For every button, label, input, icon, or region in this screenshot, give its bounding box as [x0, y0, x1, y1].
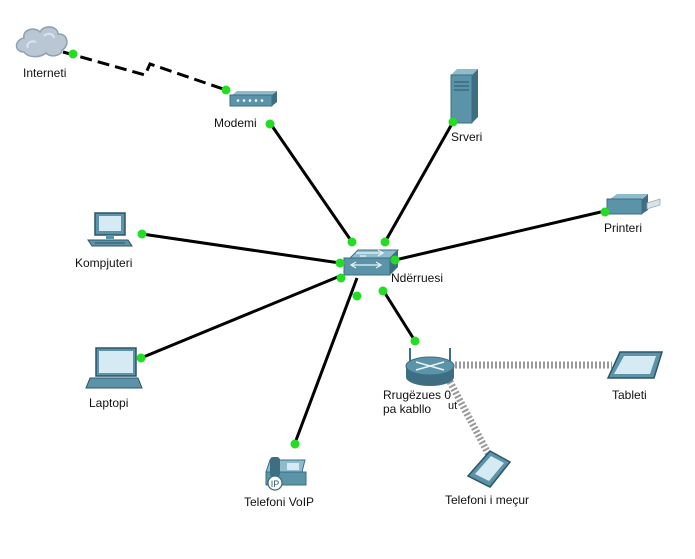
cloud-icon[interactable]	[15, 26, 68, 58]
laptop-icon[interactable]	[85, 347, 143, 389]
port-indicators	[68, 49, 610, 449]
port-dot	[137, 229, 147, 239]
label-modem: Modemi	[214, 116, 257, 130]
port-dot	[136, 353, 146, 363]
switch-icon[interactable]	[343, 249, 400, 276]
link-printer-switch	[394, 209, 606, 262]
port-dot	[221, 85, 231, 95]
label-tablet: Tableti	[612, 388, 647, 402]
label-router-line2: pa kabllo	[383, 402, 432, 416]
link-server-switch	[383, 121, 455, 243]
port-dot	[410, 336, 420, 346]
link-voip-switch	[293, 277, 359, 444]
port-dot	[352, 291, 362, 301]
smartphone-icon[interactable]	[466, 450, 512, 488]
voip-ip-badge: IP	[271, 479, 280, 489]
link-modem-switch	[268, 122, 354, 243]
link-laptop-switch	[140, 274, 341, 360]
server-icon[interactable]	[450, 69, 478, 124]
label-internet: Interneti	[23, 66, 67, 80]
label-switch: Ndërruesi	[391, 271, 444, 285]
label-laptop: Laptopi	[89, 396, 129, 410]
label-printer: Printeri	[604, 221, 643, 235]
link-router-switch	[381, 289, 417, 342]
port-dot	[290, 439, 300, 449]
label-voip: Telefoni VoIP	[244, 495, 315, 509]
port-dot	[378, 286, 388, 296]
port-dot	[335, 258, 345, 268]
port-dot	[347, 237, 357, 247]
port-dot	[390, 255, 400, 265]
wireless-router-icon[interactable]	[405, 348, 455, 386]
tablet-icon[interactable]	[606, 351, 664, 379]
port-dot	[380, 237, 390, 247]
label-router-line1: Rrugëzues 0	[383, 388, 452, 402]
link-internet-modem	[62, 50, 227, 92]
label-router-badge: ut	[448, 400, 458, 412]
printer-icon[interactable]	[606, 194, 661, 215]
port-dot	[600, 207, 610, 217]
label-smartphone: Telefoni i meçur	[445, 493, 530, 507]
computer-icon[interactable]	[87, 212, 133, 247]
port-dot	[68, 49, 78, 59]
port-dot	[265, 119, 275, 129]
wireless-router-phone	[444, 376, 494, 459]
port-dot	[448, 117, 458, 127]
modem-icon[interactable]	[229, 91, 277, 107]
port-dot	[336, 273, 346, 283]
voip-phone-icon[interactable]: IP	[265, 457, 307, 491]
links	[62, 50, 612, 459]
label-computer: Kompjuteri	[75, 256, 133, 270]
label-server: Srveri	[451, 130, 483, 144]
link-computer-switch	[141, 232, 341, 265]
